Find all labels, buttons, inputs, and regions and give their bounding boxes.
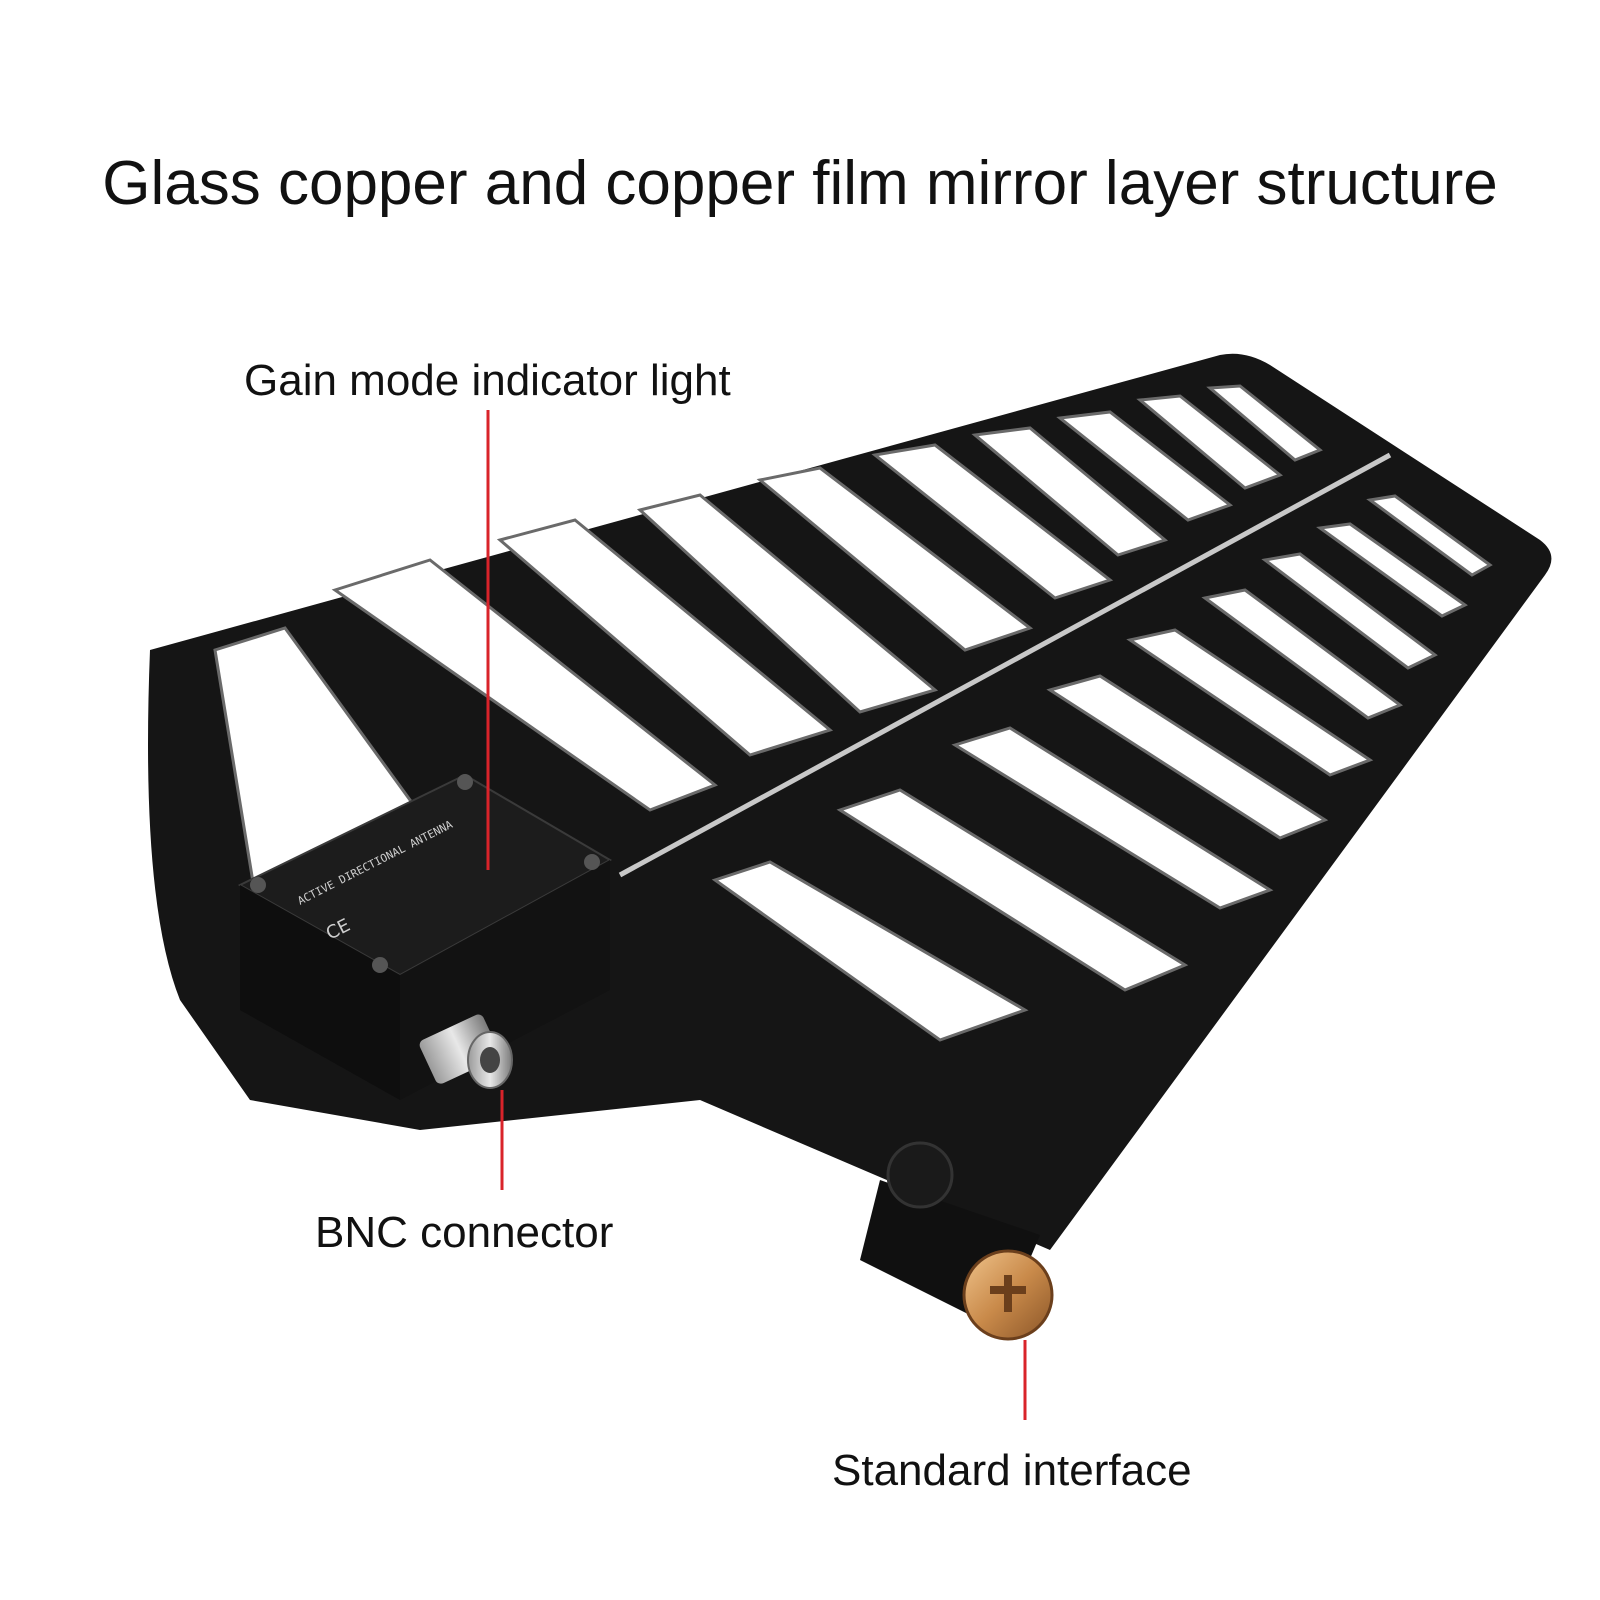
callout-bnc-connector: BNC connector (315, 1208, 614, 1257)
feed-rod (618, 452, 1392, 878)
upper-slots (213, 384, 1323, 928)
page-title: Glass copper and copper film mirror laye… (102, 149, 1498, 218)
callout-standard-interface: Standard interface (832, 1446, 1192, 1495)
lower-slots (711, 494, 1493, 1042)
bnc-connector (419, 1014, 513, 1089)
standard-interface-mount (860, 1141, 1054, 1341)
callout-gain-indicator: Gain mode indicator light (244, 356, 731, 405)
